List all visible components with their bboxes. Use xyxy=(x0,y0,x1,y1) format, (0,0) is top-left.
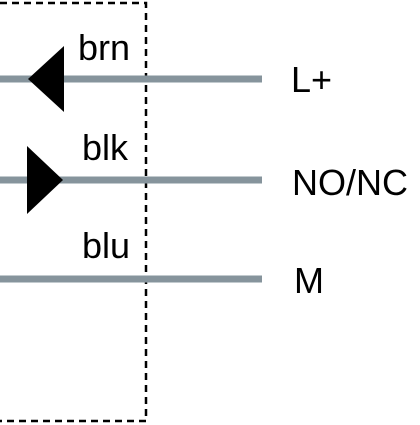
wire-color-label-blk: blk xyxy=(82,127,129,168)
wire-color-label-brn: brn xyxy=(78,27,131,68)
wire-color-label-blu: blu xyxy=(82,225,131,266)
terminal-label-l-plus: L+ xyxy=(291,59,333,100)
terminal-label-m: M xyxy=(294,260,324,301)
terminal-label-no-nc: NO/NC xyxy=(292,162,408,203)
input-arrow-right-icon xyxy=(27,146,63,214)
sensor-housing-boundary xyxy=(0,1,148,423)
output-arrow-left-icon xyxy=(28,46,64,112)
